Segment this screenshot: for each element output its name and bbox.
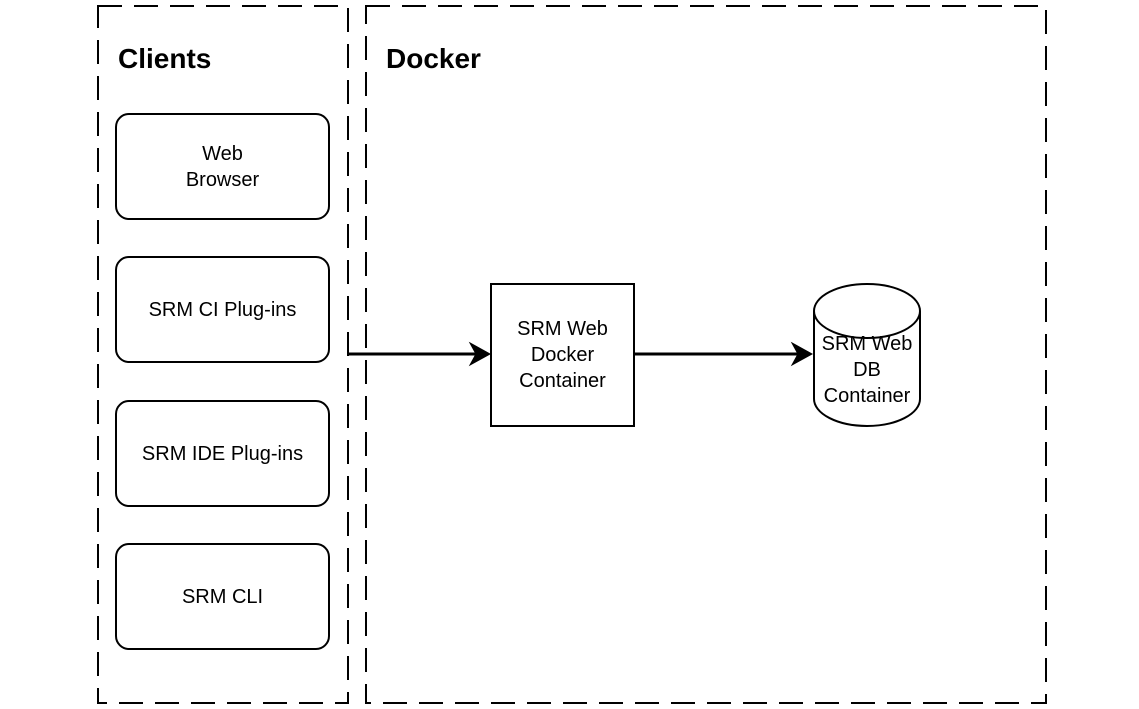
- srm-web-db-container: SRM Web DB Container: [814, 333, 920, 407]
- db-cylinder-shape: [813, 283, 921, 427]
- srm-cli-label: SRM CLI: [181, 585, 264, 608]
- srm-cli-client: SRM CLI: [115, 543, 330, 650]
- arrowhead-web-container: [468, 341, 492, 367]
- srm-web-db-container-label: SRM Web DB Container: [821, 333, 913, 407]
- srm-ci-plugins-client: SRM CI Plug-ins: [115, 256, 330, 363]
- srm-web-docker-container-label: SRM Web Docker Container: [517, 318, 608, 392]
- docker-group-border: [365, 5, 1047, 704]
- web-browser-label: Web Browser: [185, 142, 260, 191]
- srm-ci-plugins-label: SRM CI Plug-ins: [148, 298, 297, 321]
- srm-web-docker-container: SRM Web Docker Container: [490, 283, 635, 427]
- web-browser-client: Web Browser: [115, 113, 330, 220]
- clients-group-title: Clients: [118, 43, 212, 74]
- arrowhead-db: [790, 341, 814, 367]
- srm-ide-plugins-label: SRM IDE Plug-ins: [141, 442, 304, 465]
- docker-group-title: Docker: [386, 43, 481, 74]
- srm-ide-plugins-client: SRM IDE Plug-ins: [115, 400, 330, 507]
